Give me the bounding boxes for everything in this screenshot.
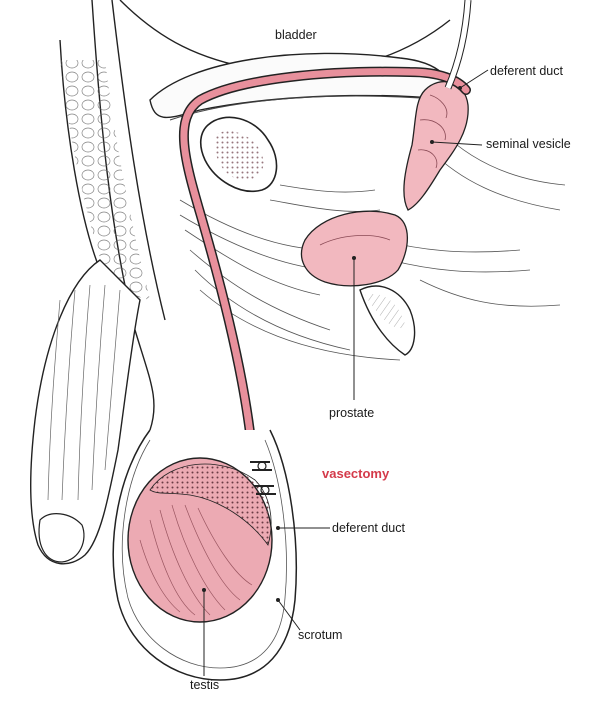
- scrotum-label: scrotum: [298, 628, 342, 642]
- prostate-label: prostate: [329, 406, 374, 420]
- deferent-duct-top-label: deferent duct: [490, 64, 563, 78]
- vasectomy-label: vasectomy: [322, 466, 389, 481]
- bladder-label: bladder: [275, 28, 317, 42]
- seminal-vesicle-label: seminal vesicle: [486, 137, 571, 151]
- testis-label: testis: [190, 678, 219, 692]
- deferent-duct-bottom-label: deferent duct: [332, 521, 405, 535]
- testis-shape: [128, 458, 272, 622]
